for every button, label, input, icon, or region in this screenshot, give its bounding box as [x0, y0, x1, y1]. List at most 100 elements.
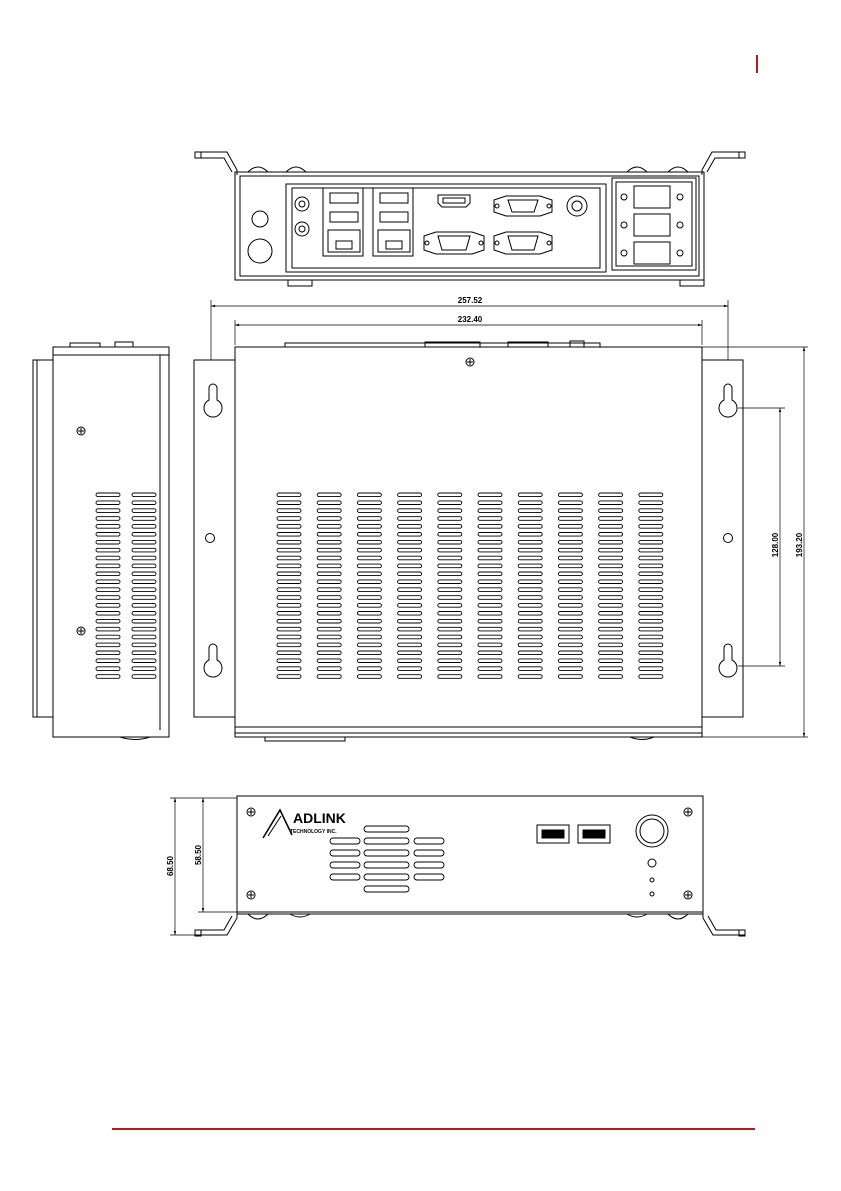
right-dimensions	[702, 347, 808, 737]
vent-slot	[398, 493, 422, 497]
vent-slot	[599, 627, 623, 631]
vent-slot	[317, 533, 341, 537]
vent-slot	[518, 525, 542, 529]
vent-slot	[478, 627, 502, 631]
vent-slot	[357, 651, 381, 655]
vent-slot	[96, 556, 120, 560]
vent-slot	[438, 635, 462, 639]
vent-slot	[357, 564, 381, 568]
vent-slot	[317, 659, 341, 663]
vent-slot	[478, 493, 502, 497]
vent-slot	[558, 627, 582, 631]
vent-slot	[317, 564, 341, 568]
vent-slot	[558, 556, 582, 560]
vent-slot	[330, 862, 360, 868]
top-view	[120, 341, 743, 741]
vent-slot	[518, 501, 542, 505]
vent-slot	[132, 667, 156, 671]
vent-slot	[357, 509, 381, 513]
vent-slot	[438, 533, 462, 537]
vent-slot	[398, 556, 422, 560]
vent-slot	[96, 580, 120, 584]
vent-slot	[317, 517, 341, 521]
vent-slot	[132, 509, 156, 513]
vent-slot	[398, 667, 422, 671]
vent-slot	[96, 643, 120, 647]
vent-slot	[132, 651, 156, 655]
vent-slot	[132, 588, 156, 592]
vent-slot	[599, 517, 623, 521]
vent-slot	[132, 635, 156, 639]
vent-slot	[132, 580, 156, 584]
vent-slot	[599, 659, 623, 663]
vent-slot	[599, 675, 623, 679]
vent-slot	[96, 627, 120, 631]
vent-slot	[558, 643, 582, 647]
vent-slot	[317, 588, 341, 592]
vent-slot	[438, 580, 462, 584]
vent-slot	[518, 659, 542, 663]
vent-slot	[438, 501, 462, 505]
vent-slot	[357, 604, 381, 608]
vent-slot	[364, 874, 409, 880]
vent-slot	[398, 517, 422, 521]
vent-slot	[277, 659, 301, 663]
vent-slot	[438, 548, 462, 552]
vent-slot	[364, 862, 409, 868]
vent-slot	[96, 675, 120, 679]
vent-slot	[277, 643, 301, 647]
vent-slot	[132, 564, 156, 568]
vent-slot	[478, 675, 502, 679]
keyhole-slot-left-bottom	[204, 644, 222, 677]
vent-slot	[639, 580, 663, 584]
vent-slot	[317, 596, 341, 600]
vent-slot	[438, 509, 462, 513]
vent-slot	[518, 548, 542, 552]
vent-slot	[639, 525, 663, 529]
vent-slot	[277, 627, 301, 631]
vent-slot	[277, 556, 301, 560]
vent-slot	[132, 533, 156, 537]
vent-slot	[478, 525, 502, 529]
vent-slot	[478, 548, 502, 552]
vent-slot	[639, 651, 663, 655]
vent-slot	[438, 659, 462, 663]
vent-slot	[639, 635, 663, 639]
vent-slot	[317, 493, 341, 497]
vent-slot	[639, 517, 663, 521]
com-knockout-3	[634, 242, 670, 264]
vent-slot	[438, 619, 462, 623]
usb-port-rear-1	[330, 193, 358, 203]
vent-slot	[317, 572, 341, 576]
vent-slot	[132, 548, 156, 552]
vent-slot	[599, 556, 623, 560]
keyhole-slot-left-top	[204, 384, 222, 417]
vent-slot	[317, 501, 341, 505]
vent-slot	[96, 517, 120, 521]
vent-slot	[357, 580, 381, 584]
side-view	[33, 342, 169, 737]
vent-slot	[277, 580, 301, 584]
vent-slot	[96, 501, 120, 505]
vent-slot	[357, 643, 381, 647]
vent-slot	[357, 619, 381, 623]
vent-slot	[518, 564, 542, 568]
vent-slot	[317, 643, 341, 647]
vent-slot	[599, 596, 623, 600]
vent-slot	[414, 850, 444, 856]
vent-slot	[357, 501, 381, 505]
vent-slot	[357, 556, 381, 560]
vent-slot	[599, 643, 623, 647]
vent-slot	[132, 517, 156, 521]
vent-slot	[438, 667, 462, 671]
vent-slot	[317, 675, 341, 679]
vent-slot	[599, 588, 623, 592]
vent-slot	[132, 659, 156, 663]
side-vent-grid	[96, 493, 156, 678]
vent-slot	[599, 564, 623, 568]
vent-slot	[357, 659, 381, 663]
status-led	[650, 892, 654, 896]
vent-slot	[639, 509, 663, 513]
vent-slot	[96, 588, 120, 592]
vent-slot	[478, 612, 502, 616]
